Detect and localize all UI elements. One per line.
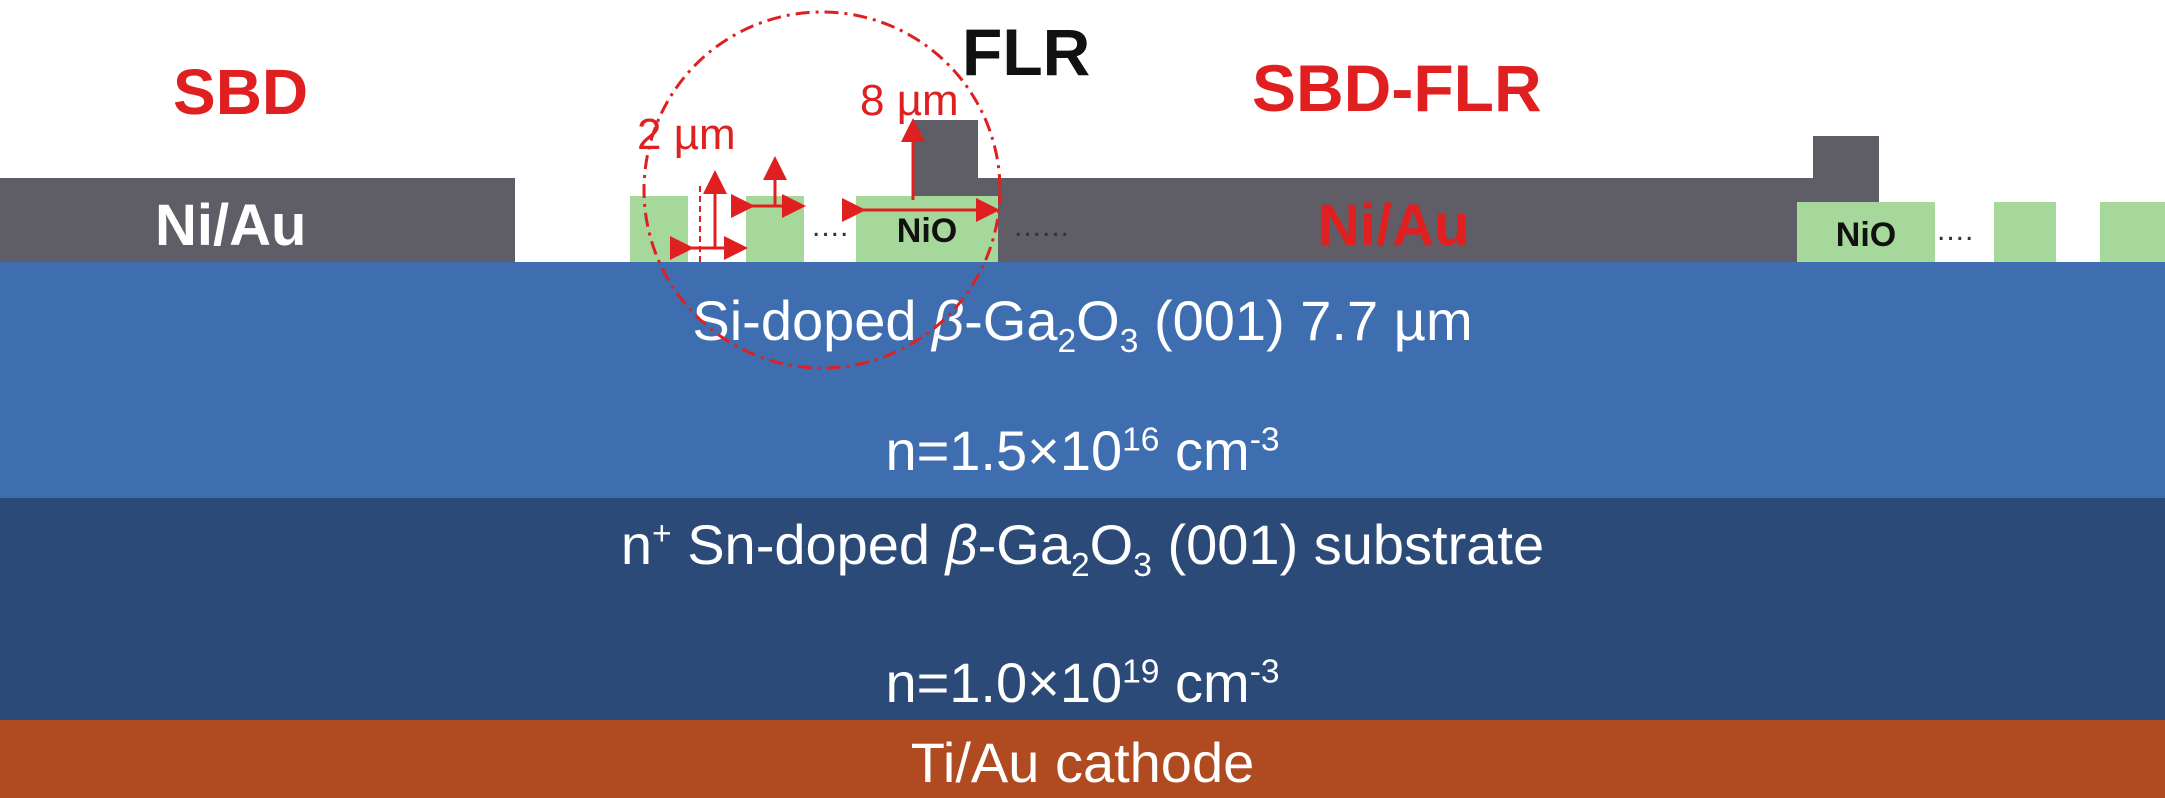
dimension-8um-label: 8 µm <box>860 76 959 125</box>
sbd-flr-title: SBD-FLR <box>1252 51 1542 125</box>
zoom-circle <box>642 10 1002 370</box>
drift-layer-doping: n=1.5×1016 cm-3 <box>885 419 1280 482</box>
flr-title: FLR <box>962 15 1091 89</box>
sbd-title: SBD <box>173 56 309 128</box>
nio-ring <box>2100 202 2165 262</box>
nio-ring-sbd-flr <box>1797 202 1935 262</box>
substrate-doping: n=1.0×1019 cm-3 <box>885 651 1280 714</box>
ni-au-label-sbd-flr: Ni/Au <box>1318 193 1470 258</box>
sbd-flr-anode-metal <box>978 178 1813 262</box>
substrate-description: n+ Sn-doped β-Ga2O3 (001) substrate <box>620 513 1545 585</box>
ellipsis-dots: .... <box>1937 214 1975 247</box>
ellipsis-dots: ...... <box>1014 210 1071 243</box>
nio-label-sbd-flr: NiO <box>1835 216 1897 254</box>
sbd-anode-metal <box>0 178 515 262</box>
cathode-label: Ti/Au cathode <box>910 731 1255 794</box>
nio-ring <box>1994 202 2056 262</box>
drift-layer-description: Si-doped β-Ga2O3 (001) 7.7 µm <box>692 289 1473 361</box>
ni-au-label-sbd: Ni/Au <box>155 193 307 258</box>
cathode-layer <box>0 720 2165 798</box>
substrate-layer <box>0 498 2165 720</box>
drift-layer <box>0 262 2165 498</box>
